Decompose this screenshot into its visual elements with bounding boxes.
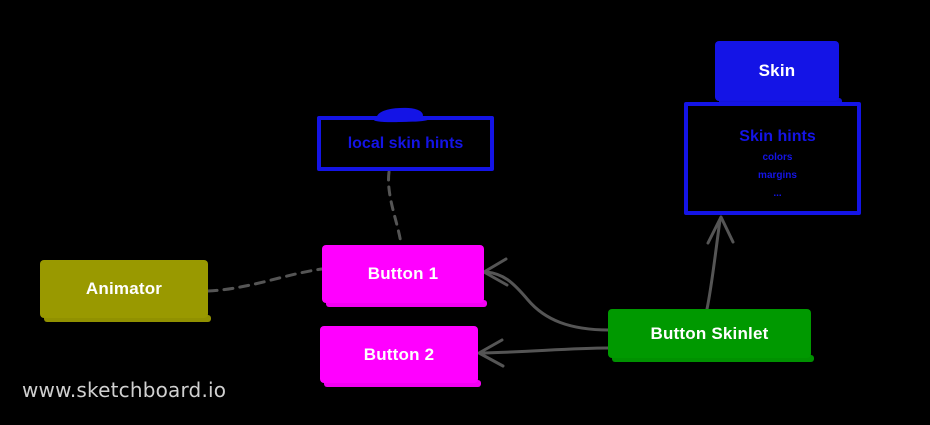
node-animator[interactable]: Animator bbox=[40, 260, 211, 322]
edge-animator-to-button1 bbox=[206, 267, 324, 293]
scribble-blob-icon bbox=[376, 107, 424, 123]
node-skin-hints-title: Skin hints bbox=[739, 128, 816, 145]
node-skin-hints-item-margins: margins bbox=[758, 170, 797, 181]
node-local-skin-hints[interactable]: local skin hints bbox=[317, 107, 494, 171]
edge-local-skin-hints-to-button1 bbox=[387, 170, 403, 246]
node-skin-label: Skin bbox=[758, 61, 796, 80]
node-button-1[interactable]: Button 1 bbox=[322, 245, 487, 307]
node-button-1-label: Button 1 bbox=[367, 264, 439, 283]
node-button-skinlet[interactable]: Button Skinlet bbox=[608, 309, 814, 362]
watermark-sketchboard: www.sketchboard.io bbox=[22, 378, 227, 402]
node-animator-label: Animator bbox=[85, 279, 163, 298]
node-skin-hints-item-colors: colors bbox=[762, 152, 793, 163]
node-button-2-label: Button 2 bbox=[363, 344, 435, 364]
node-local-skin-hints-label: local skin hints bbox=[347, 134, 464, 152]
node-button-2[interactable]: Button 2 bbox=[320, 326, 481, 387]
edge-button-skinlet-to-button2 bbox=[480, 346, 611, 355]
edge-button-skinlet-to-skin-hints bbox=[705, 218, 722, 311]
edge-button-skinlet-to-button1 bbox=[485, 270, 611, 332]
arrowhead-skin-hints bbox=[706, 215, 735, 245]
node-skin-hints[interactable]: Skin hints colors margins ... bbox=[684, 102, 861, 215]
node-skin[interactable]: Skin bbox=[715, 41, 842, 105]
node-button-skinlet-label: Button Skinlet bbox=[650, 323, 769, 343]
arrowhead-button1 bbox=[482, 257, 509, 287]
arrowhead-button2 bbox=[477, 338, 505, 368]
node-skin-hints-item-ellipsis: ... bbox=[773, 188, 782, 199]
